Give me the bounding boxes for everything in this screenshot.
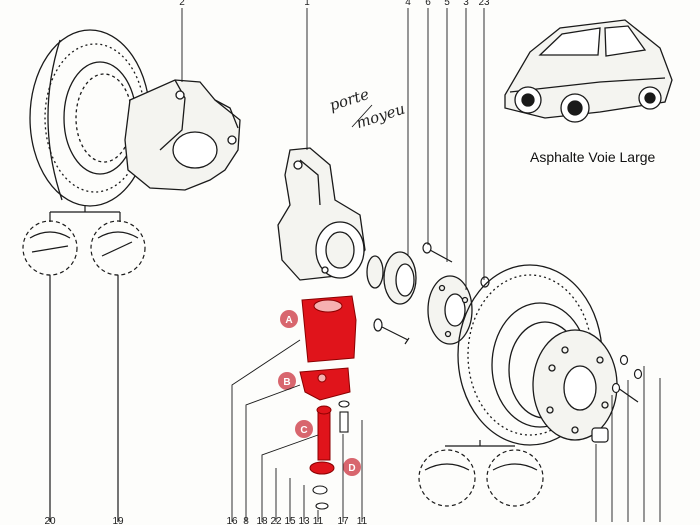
marker-b: B xyxy=(278,372,296,390)
marker-d-text: D xyxy=(348,463,355,474)
callout-8: 8 xyxy=(243,516,249,525)
marker-a: A xyxy=(280,310,298,328)
car-illustration xyxy=(504,19,673,123)
marker-d: D xyxy=(343,458,361,476)
callout-20: 20 xyxy=(44,516,56,525)
callout-11b: 11 xyxy=(357,516,368,525)
callout-5: 5 xyxy=(444,0,450,8)
disc-bell xyxy=(532,329,618,441)
part-b-plate xyxy=(299,367,351,401)
callouts-top: 2 1 4 6 5 3 23 xyxy=(179,0,490,8)
part-d-washer xyxy=(309,461,335,475)
callout-15: 15 xyxy=(284,516,296,525)
callout-4: 4 xyxy=(405,0,411,8)
callout-16: 16 xyxy=(226,516,238,525)
handwritten-note: porte moyeu xyxy=(327,85,407,132)
small-bolts-right xyxy=(591,354,643,443)
diagram-title: Asphalte Voie Large xyxy=(530,149,656,165)
marker-b-text: B xyxy=(283,377,290,388)
callout-23: 23 xyxy=(478,0,490,8)
note-line-1: porte xyxy=(327,85,371,115)
detail-group-right xyxy=(418,440,544,507)
callout-3: 3 xyxy=(463,0,469,8)
wheel-bearing xyxy=(366,251,417,305)
brake-caliper xyxy=(124,79,241,191)
hub-carrier xyxy=(277,147,366,281)
callout-2: 2 xyxy=(179,0,185,8)
callouts-bottom: 20 19 16 8 18 22 15 13 11 17 11 xyxy=(44,516,367,525)
callout-6: 6 xyxy=(425,0,431,8)
hub-flange xyxy=(427,275,473,345)
marker-c-text: C xyxy=(300,425,307,436)
callout-18: 18 xyxy=(256,516,268,525)
marker-a-text: A xyxy=(285,315,292,326)
part-a-spacer xyxy=(301,295,357,363)
callout-13: 13 xyxy=(298,516,310,525)
part-c-pin xyxy=(316,405,332,461)
callout-19: 19 xyxy=(112,516,124,525)
callout-17: 17 xyxy=(337,516,349,525)
callout-22: 22 xyxy=(270,516,282,525)
callout-1: 1 xyxy=(304,0,310,8)
leader-lines xyxy=(181,8,661,522)
detail-group-left xyxy=(22,205,146,522)
marker-c: C xyxy=(295,420,313,438)
callout-11a: 11 xyxy=(313,516,324,525)
bolts xyxy=(373,242,490,345)
small-spacers xyxy=(312,400,350,510)
